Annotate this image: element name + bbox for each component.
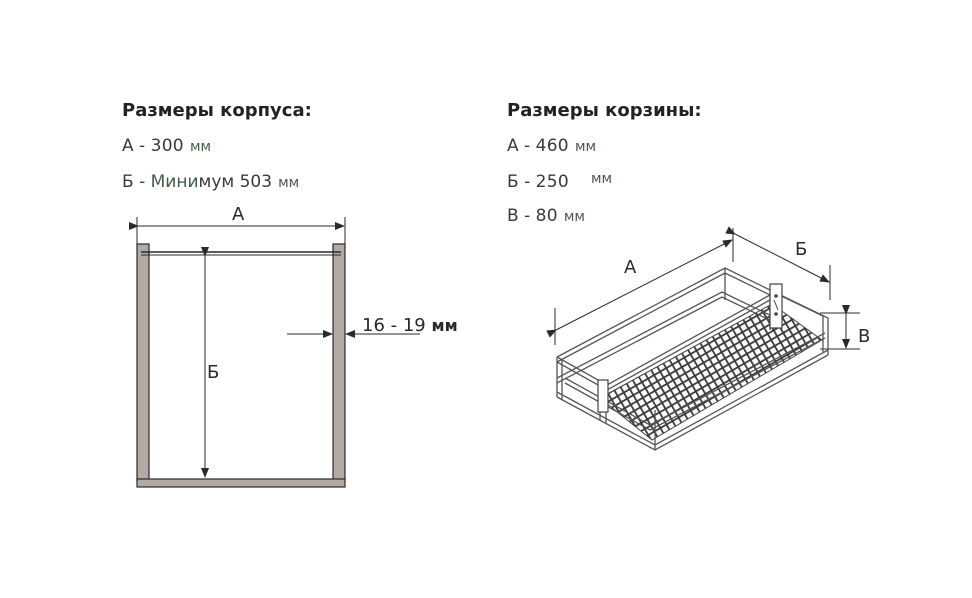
housing-bottom-panel xyxy=(136,478,346,488)
basket-dim-b-line xyxy=(725,226,830,283)
basket-dim-b-unit: мм xyxy=(590,171,613,187)
basket-dim-a-line xyxy=(546,239,733,338)
basket-dim-b-prefix: Б - xyxy=(507,172,536,192)
housing-title: Размеры корпуса: xyxy=(122,100,312,121)
wall-thickness-label: 16 - 19 мм xyxy=(362,315,458,336)
basket-dim-a-prefix: А - xyxy=(507,136,536,156)
housing-dim-a-label: А xyxy=(232,204,245,225)
basket-title: Размеры корзины: xyxy=(507,100,702,121)
basket-dim-a-value: 460 xyxy=(535,136,569,156)
basket-dim-c-unit: мм xyxy=(563,209,585,225)
housing-dim-b: Б - Минимум 503 мм xyxy=(122,172,299,192)
basket-dim-c: В - 80 мм xyxy=(507,206,585,226)
housing-dim-a-value: 300 xyxy=(150,136,184,156)
basket-dim-a: А - 460 мм xyxy=(507,136,596,156)
basket-dim-c-label: В xyxy=(858,326,870,347)
housing-dim-b-value-pre: Мини xyxy=(150,172,199,192)
basket-wire-frame xyxy=(556,267,829,451)
housing-dim-b-value-post: мум 503 xyxy=(198,172,273,192)
basket-dim-a-unit: мм xyxy=(574,139,597,155)
housing-dim-b-label: Б xyxy=(207,362,219,383)
housing-dim-a-unit: мм xyxy=(189,139,212,155)
basket-dim-c-value: 80 xyxy=(535,206,558,226)
basket-dim-a-label: А xyxy=(624,257,637,278)
housing-dim-a: А - 300 мм xyxy=(122,136,211,156)
basket-dim-c-prefix: В - xyxy=(507,206,536,226)
basket-dim-b: Б - 250 мм xyxy=(507,171,613,192)
housing-dim-a-prefix: А - xyxy=(122,136,151,156)
basket-dim-b-label: Б xyxy=(795,239,807,260)
basket-front-bracket xyxy=(597,379,609,413)
housing-dim-b-unit: мм xyxy=(278,175,300,191)
housing-dim-b-prefix: Б - xyxy=(122,172,151,192)
basket-dim-b-value: 250 xyxy=(535,172,569,192)
